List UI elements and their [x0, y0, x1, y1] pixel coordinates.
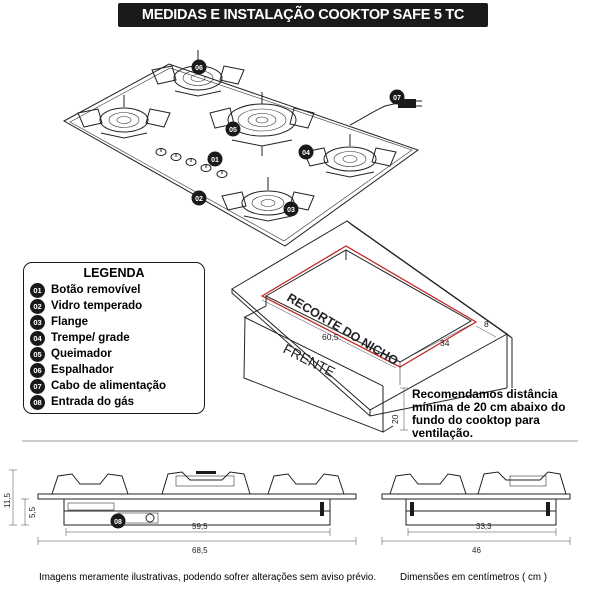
control-knobs: [155, 148, 228, 178]
legend-badge: 04: [30, 331, 45, 346]
title-banner: MEDIDAS E INSTALAÇÃO COOKTOP SAFE 5 TC B…: [118, 3, 488, 47]
niche-opening: [264, 249, 473, 363]
front-label: FRENTE: [281, 340, 338, 380]
page-title: MEDIDAS E INSTALAÇÃO COOKTOP SAFE 5 TC B…: [141, 7, 465, 47]
legend-label: Trempe/ grade: [51, 332, 130, 344]
niche-cut-outline: [260, 245, 478, 368]
legend-badge: 01: [30, 283, 45, 298]
cooktop-iso-view: [62, 50, 422, 247]
power-cable: [349, 102, 399, 126]
svg-text:01: 01: [211, 157, 219, 164]
callout-06: 06: [191, 59, 207, 75]
callout-badges: 06 05 07 04 01 02 03 08: [110, 59, 405, 529]
burner-back: [151, 50, 245, 97]
legend-label: Flange: [51, 316, 89, 328]
front-view: 59,5 68,5 11,5 5,5: [3, 469, 357, 555]
front-glass: [37, 493, 357, 500]
legend-badge: 07: [30, 379, 45, 394]
niche-height-value: 20: [390, 414, 400, 424]
svg-text:06: 06: [195, 65, 203, 72]
side-body: [405, 498, 557, 526]
legend-badge: 02: [30, 299, 45, 314]
side-glass: [381, 493, 571, 500]
cooktop-glass-outline: [62, 63, 420, 247]
burner-front: [221, 177, 315, 222]
ventilation-note: Recomendamos distância mínima de 20 cm a…: [412, 387, 566, 440]
legend-badge: 05: [30, 347, 45, 362]
svg-text:07: 07: [393, 95, 401, 102]
svg-text:04: 04: [302, 150, 310, 157]
side-view: 33,3 46: [381, 471, 571, 555]
legend-label: Espalhador: [51, 364, 114, 376]
svg-text:08: 08: [114, 519, 122, 526]
front-inner-width: 59,5: [192, 522, 208, 531]
cooktop-glass-inner: [69, 67, 413, 242]
legend-title: LEGENDA: [83, 266, 145, 280]
burner-center: [209, 92, 315, 156]
legend-badge: 08: [30, 395, 45, 410]
niche-width-value: 60,5: [322, 332, 339, 342]
legend-label: Queimador: [51, 348, 112, 360]
legend-box: LEGENDA 01 Botão removível 02 Vidro temp…: [23, 262, 205, 414]
callout-08: 08: [110, 513, 126, 529]
niche-depth-value: 34: [440, 338, 450, 348]
legend-label: Entrada do gás: [51, 396, 135, 408]
callout-03: 03: [283, 201, 299, 217]
svg-text:05: 05: [229, 127, 237, 134]
side-total-width: 46: [472, 546, 481, 555]
front-body: [63, 498, 331, 526]
front-total-width: 68,5: [192, 546, 208, 555]
callout-05: 05: [225, 121, 241, 137]
callout-07: 07: [389, 89, 405, 105]
side-inner-width: 33,3: [476, 522, 492, 531]
legend-label: Cabo de alimentação: [51, 380, 167, 392]
front-body-height: 5,5: [28, 506, 37, 518]
power-plug: [398, 99, 416, 108]
svg-text:03: 03: [287, 207, 295, 214]
front-total-height: 11,5: [3, 492, 12, 508]
callout-01: 01: [207, 151, 223, 167]
niche-margin-value: 8: [484, 319, 489, 329]
svg-text:02: 02: [195, 196, 203, 203]
legend-label: Botão removível: [51, 284, 141, 296]
legend-label: Vidro temperado: [51, 300, 143, 312]
legend-badge: 03: [30, 315, 45, 330]
burner-left: [77, 95, 171, 139]
footer-disclaimer: Imagens meramente ilustrativas, podendo …: [39, 572, 377, 583]
footer-units: Dimensões em centímetros ( cm ): [400, 572, 547, 583]
burner-right: [303, 134, 397, 178]
callout-02: 02: [191, 190, 207, 206]
callout-04: 04: [298, 144, 314, 160]
legend-badge: 06: [30, 363, 45, 378]
